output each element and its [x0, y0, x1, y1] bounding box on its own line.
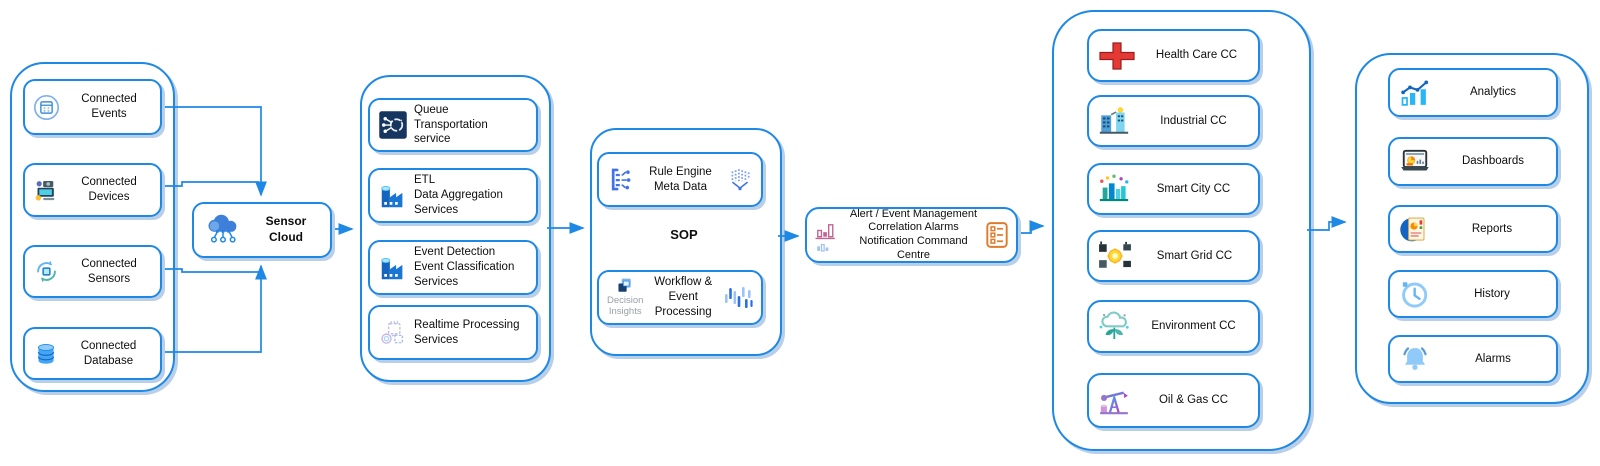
node-smart-city-cc: Smart City CC [1087, 163, 1260, 215]
factory-icon [378, 181, 408, 211]
node-connected-sensors: Connected Sensors [23, 245, 162, 298]
checklist-icon [984, 221, 1010, 249]
reports-icon [1398, 213, 1430, 245]
node-realtime-processing: Realtime Processing Services [368, 305, 538, 360]
node-workflow-event-processing: Decision Insights Workflow & Event Proce… [597, 270, 763, 325]
node-label: Connected Sensors [81, 257, 137, 285]
data-funnel-icon [727, 167, 753, 193]
decision-insights-label: Decision Insights [607, 295, 644, 317]
environment-icon [1097, 310, 1131, 344]
node-label: Dashboards [1461, 155, 1524, 168]
node-label: Analytics [1469, 86, 1517, 99]
node-label: Alarms [1475, 352, 1511, 365]
smart-grid-icon [1097, 239, 1133, 273]
node-oil-gas-cc: Oil & Gas CC [1087, 373, 1260, 428]
node-health-care-cc: Health Care CC [1087, 29, 1260, 82]
node-smart-grid-cc: Smart Grid CC [1087, 230, 1260, 282]
calendar-icon [33, 94, 60, 121]
smart-city-icon [1097, 172, 1131, 206]
node-rule-engine: Rule Engine Meta Data [597, 152, 763, 207]
realtime-processing-icon [378, 318, 408, 348]
node-queue-transportation: Queue Transportation service [368, 98, 538, 152]
node-dashboards: Dashboards [1388, 137, 1558, 186]
node-sensor-cloud: Sensor Cloud [192, 202, 332, 258]
node-label: Environment CC [1151, 320, 1236, 333]
node-environment-cc: Environment CC [1087, 300, 1260, 353]
industrial-icon [1097, 104, 1131, 138]
node-label: Smart Grid CC [1156, 249, 1233, 262]
node-connected-events: Connected Events [23, 79, 162, 135]
node-alarms: Alarms [1388, 335, 1558, 383]
node-label: Alert / Event Management Correlation Ala… [849, 207, 978, 261]
node-etl-aggregation: ETL Data Aggregation Services [368, 168, 538, 223]
cloud-network-icon [202, 213, 244, 247]
node-label: Health Care CC [1155, 49, 1238, 62]
node-label: History [1474, 287, 1510, 300]
node-label: Connected Events [81, 93, 137, 120]
devices-icon [33, 177, 60, 204]
analytics-icon [1398, 78, 1432, 108]
sensor-sync-icon [33, 258, 60, 285]
bar-charts-icon [813, 218, 843, 252]
node-analytics: Analytics [1388, 68, 1558, 117]
node-label: Workflow & Event Processing [654, 276, 713, 318]
node-history: History [1388, 270, 1558, 318]
node-label: Rule Engine Meta Data [649, 165, 712, 193]
node-label: Connected Devices [81, 176, 137, 203]
node-industrial-cc: Industrial CC [1087, 95, 1260, 147]
node-connected-database: Connected Database [23, 327, 162, 380]
database-icon [33, 341, 59, 367]
node-label: Realtime Processing Services [414, 318, 520, 346]
oil-gas-icon [1097, 383, 1131, 419]
queue-network-icon [378, 110, 408, 140]
dashboard-icon [1398, 147, 1432, 177]
node-label: Sensor Cloud [265, 214, 307, 244]
alarm-bell-icon [1398, 344, 1432, 374]
decision-insights: Decision Insights [607, 277, 643, 318]
sop-title: SOP [670, 227, 698, 242]
health-cross-icon [1097, 40, 1137, 72]
node-event-detection: Event Detection Event Classification Ser… [368, 240, 538, 295]
rule-engine-icon [607, 166, 634, 193]
node-label: Connected Database [80, 339, 137, 367]
node-label: Oil & Gas CC [1158, 394, 1228, 407]
node-label: Reports [1471, 222, 1513, 235]
node-label: Smart City CC [1156, 182, 1231, 195]
equalizer-icon [723, 285, 753, 311]
node-alert-event-management: Alert / Event Management Correlation Ala… [805, 207, 1018, 263]
node-reports: Reports [1388, 205, 1558, 253]
node-label: ETL Data Aggregation Services [414, 174, 503, 216]
history-clock-icon [1398, 278, 1430, 310]
node-label: Queue Transportation service [414, 103, 488, 146]
node-label: Industrial CC [1160, 114, 1227, 127]
decision-cube-icon [615, 277, 635, 295]
factory-icon [378, 253, 408, 283]
node-connected-devices: Connected Devices [23, 163, 162, 217]
node-label: Event Detection Event Classification Ser… [414, 246, 515, 288]
